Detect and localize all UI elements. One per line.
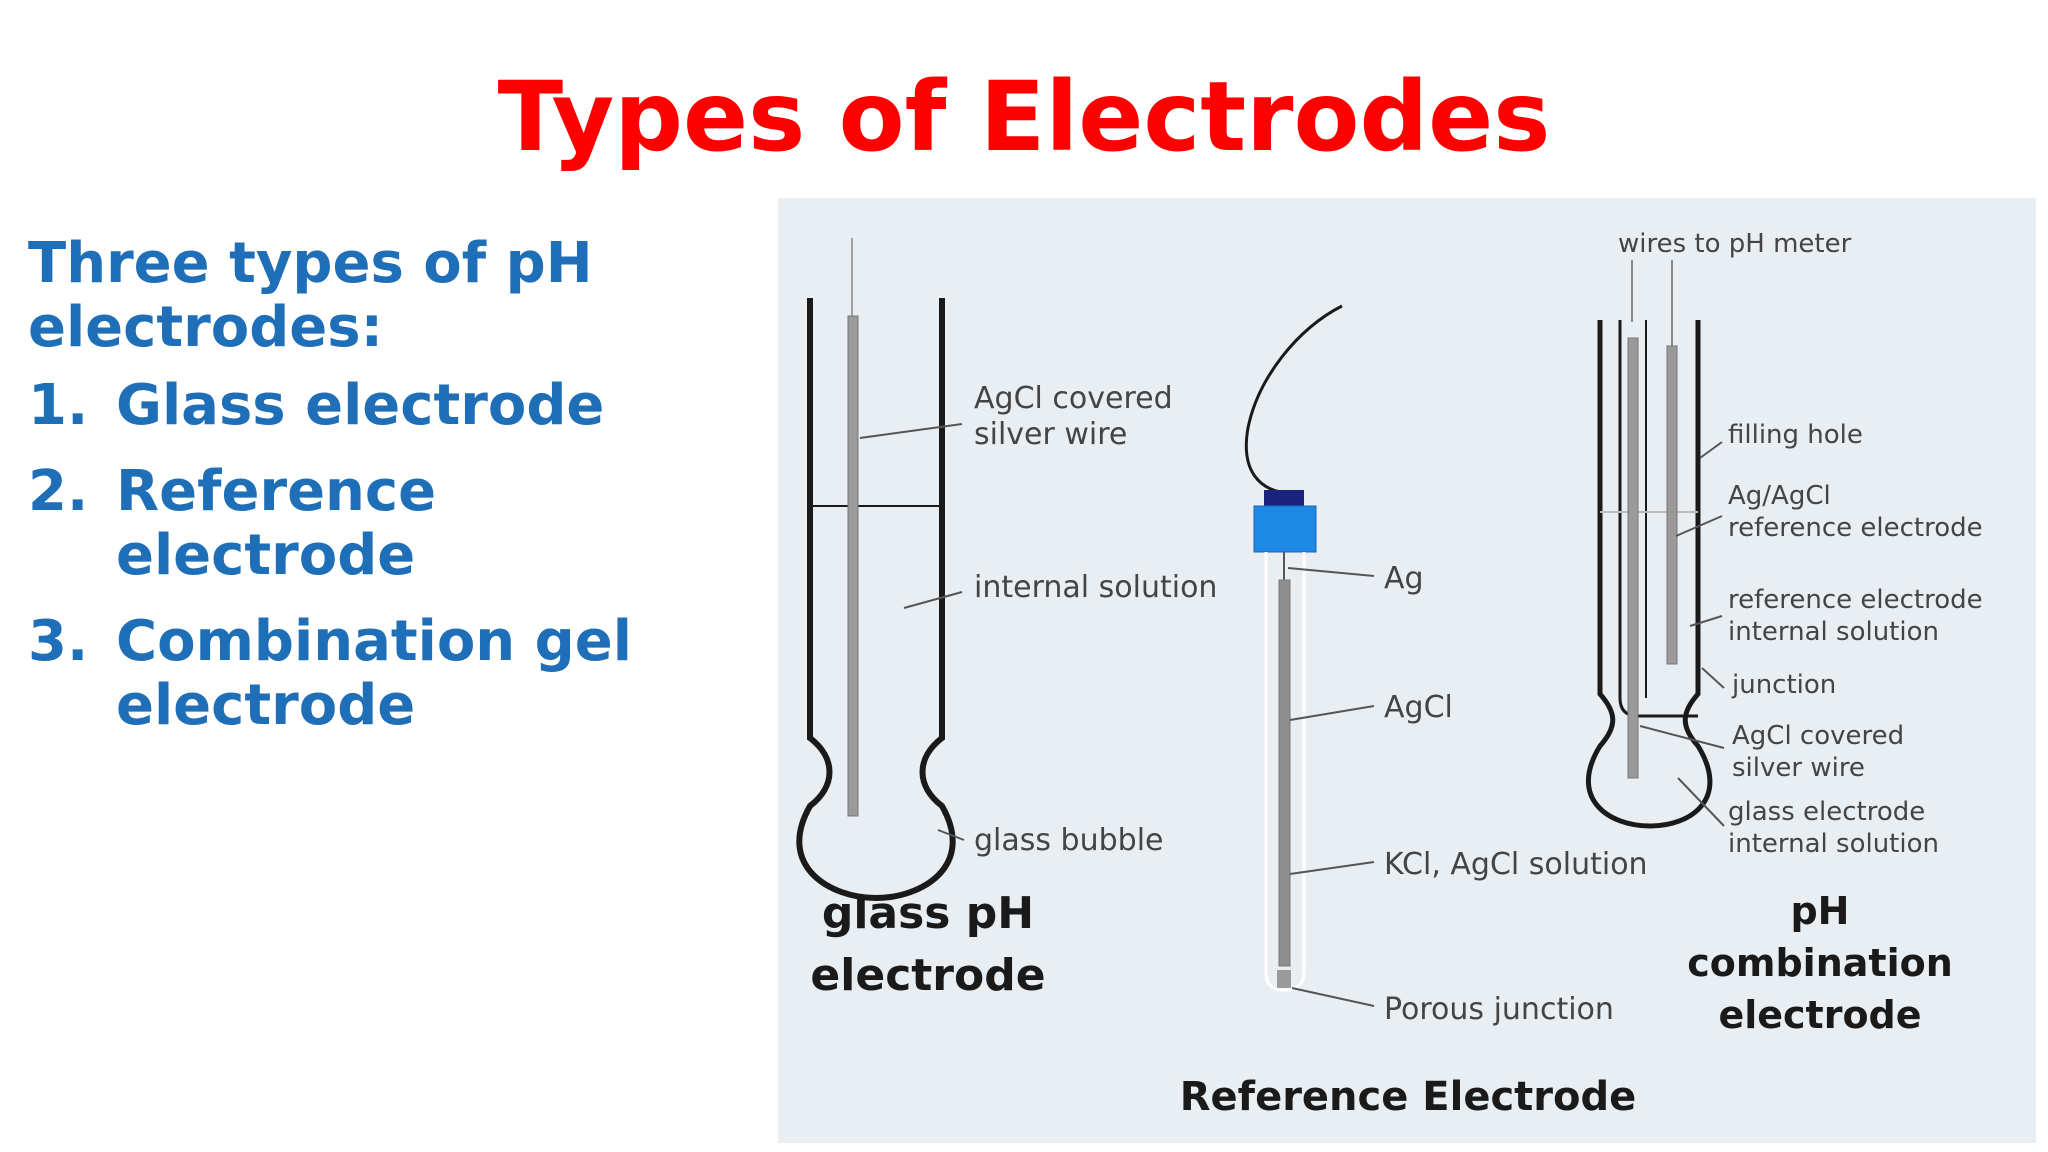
reference-cable xyxy=(1244,304,1343,494)
caption-glass-1: glass pH xyxy=(822,888,1034,939)
leader-line xyxy=(1289,705,1375,721)
label-ag-agcl-2: reference electrode xyxy=(1728,513,1983,543)
list-item-label: Glass electrode xyxy=(116,373,605,438)
list-item-reference: 2. Reference electrode xyxy=(28,460,748,588)
label-porous-junction: Porous junction xyxy=(1384,992,1614,1027)
reference-porous-plug xyxy=(1277,970,1291,988)
combination-electrode: wires to pH meter filling hole Ag/AgCl r… xyxy=(1585,229,1983,1037)
leader-line xyxy=(1689,615,1723,627)
glass-electrode-body xyxy=(796,298,956,902)
electrode-types-list: Three types of pH electrodes: 1. Glass e… xyxy=(28,232,748,760)
label-ag-agcl-1: Ag/AgCl xyxy=(1728,481,1831,511)
caption-combo-1: pH xyxy=(1790,889,1849,933)
label-junction: junction xyxy=(1731,670,1836,700)
leader-line xyxy=(1701,667,1725,689)
label-combo-wire-2: silver wire xyxy=(1732,753,1865,783)
combination-silver-wire xyxy=(1627,337,1639,779)
leader-line xyxy=(1675,515,1723,537)
caption-reference: Reference Electrode xyxy=(1180,1074,1637,1120)
diagram-panel-background xyxy=(778,198,2036,1143)
label-agcl: AgCl xyxy=(1384,690,1453,725)
combination-reference-wire xyxy=(1666,345,1678,665)
label-glass-bubble: glass bubble xyxy=(974,823,1164,858)
reference-cap-top xyxy=(1264,490,1304,508)
caption-glass-2: electrode xyxy=(810,950,1045,1001)
slide-title: Types of Electrodes xyxy=(497,61,1551,173)
label-kcl-solution: KCl, AgCl solution xyxy=(1384,847,1648,882)
label-filling-hole: filling hole xyxy=(1728,420,1863,450)
list-intro: Three types of pH electrodes: xyxy=(28,231,593,360)
leader-line xyxy=(1639,725,1725,749)
reference-electrode: Ag AgCl KCl, AgCl solution Porous juncti… xyxy=(1180,304,1648,1120)
list-item-glass: 1. Glass electrode xyxy=(28,374,748,438)
label-combo-wire-1: AgCl covered xyxy=(1732,721,1904,751)
label-ag: Ag xyxy=(1384,561,1424,596)
leader-line xyxy=(859,423,963,439)
reference-cap xyxy=(1253,505,1317,553)
list-item-number: 2. xyxy=(28,459,89,524)
leader-line xyxy=(1699,441,1723,459)
list-item-label: Reference electrode xyxy=(116,459,437,588)
electrode-diagram: AgCl covered silver wire internal soluti… xyxy=(778,198,2036,1143)
electrode-diagram-svg: AgCl covered silver wire internal soluti… xyxy=(778,198,2036,1143)
leader-line xyxy=(1289,861,1375,875)
reference-tube xyxy=(1264,552,1306,992)
combination-outer-body xyxy=(1585,320,1713,829)
reference-agcl-rod xyxy=(1278,579,1291,967)
label-ref-solution-2: internal solution xyxy=(1728,617,1939,647)
glass-silver-wire xyxy=(847,315,859,817)
leader-line xyxy=(1677,777,1725,827)
list-item-number: 3. xyxy=(28,609,89,674)
glass-electrode: AgCl covered silver wire internal soluti… xyxy=(796,238,1217,1001)
label-glass-solution-2: internal solution xyxy=(1728,829,1939,859)
list-item-number: 1. xyxy=(28,373,89,438)
leader-line xyxy=(1287,567,1375,577)
caption-combo-3: electrode xyxy=(1718,993,1921,1037)
label-agcl-wire-1: AgCl covered xyxy=(974,381,1173,416)
leader-line xyxy=(1291,987,1375,1007)
leader-line xyxy=(937,829,965,841)
leader-line xyxy=(903,591,963,609)
list-item-label: Combination gel electrode xyxy=(116,609,632,738)
label-glass-solution-1: glass electrode xyxy=(1728,797,1925,827)
label-agcl-wire-2: silver wire xyxy=(974,417,1127,452)
label-wires-to-meter: wires to pH meter xyxy=(1618,229,1852,259)
caption-combo-2: combination xyxy=(1687,941,1953,985)
label-internal-solution: internal solution xyxy=(974,570,1217,605)
label-ref-solution-1: reference electrode xyxy=(1728,585,1983,615)
list-item-combination: 3. Combination gel electrode xyxy=(28,610,748,738)
